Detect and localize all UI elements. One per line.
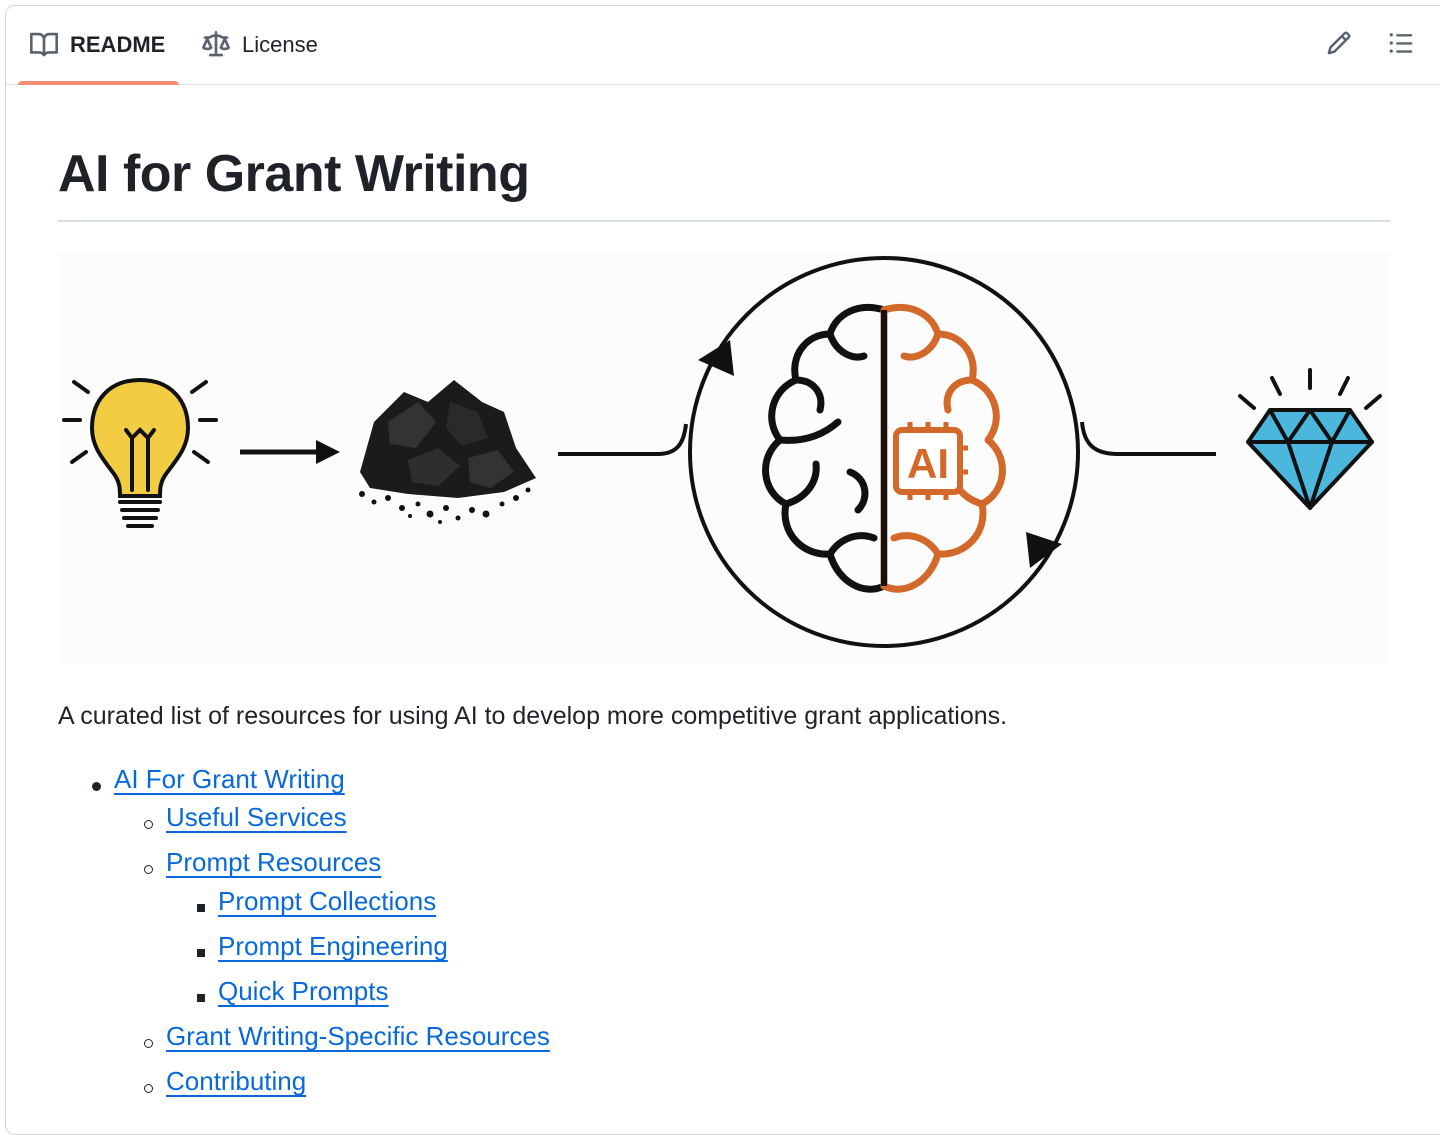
toc-item: Grant Writing-Specific Resources (166, 1021, 550, 1052)
tab-license-label: License (242, 32, 318, 57)
list-bullet (197, 994, 205, 1002)
toc-link-useful-services[interactable]: Useful Services (166, 802, 347, 832)
toc-item: AI For Grant Writing (114, 764, 345, 795)
toc-link-contributing[interactable]: Contributing (166, 1066, 307, 1096)
list-bullet (144, 865, 153, 874)
title-divider (58, 220, 1390, 222)
toc-link-ai-for-grant-writing[interactable]: AI For Grant Writing (114, 764, 345, 794)
readme-panel: README License AI for Grant Writing (5, 5, 1440, 1135)
page-title: AI for Grant Writing (58, 145, 530, 203)
outline-button[interactable] (1384, 28, 1418, 62)
arrow-right-icon (240, 440, 340, 464)
toc-item: Prompt Engineering (218, 931, 448, 962)
book-icon (30, 31, 58, 59)
diamond-icon (1238, 368, 1382, 510)
toc-item: Contributing (166, 1066, 306, 1097)
readme-description: A curated list of resources for using AI… (58, 702, 1008, 730)
toc-link-prompt-collections[interactable]: Prompt Collections (218, 886, 437, 916)
tab-readme-label: README (70, 32, 166, 57)
lightbulb-icon (62, 377, 218, 528)
toc-item: Useful Services (166, 802, 347, 833)
toc-item: Prompt Resources (166, 847, 381, 878)
tab-license[interactable]: License (202, 6, 318, 84)
toc-link-prompt-resources[interactable]: Prompt Resources (166, 847, 382, 877)
coal-pile-icon (359, 380, 536, 524)
hero-image: AI (58, 252, 1390, 664)
readme-tab-bar: README License (6, 6, 1440, 85)
law-scale-icon (202, 31, 230, 59)
edit-file-button[interactable] (1322, 28, 1356, 62)
toc-link-prompt-engineering[interactable]: Prompt Engineering (218, 931, 448, 961)
list-bullet (144, 1039, 153, 1048)
toc-link-grant-writing-specific-resources[interactable]: Grant Writing-Specific Resources (166, 1021, 550, 1051)
ai-chip-badge: AI (907, 440, 949, 487)
tab-readme[interactable]: README (17, 6, 180, 85)
toc-item: Prompt Collections (218, 886, 436, 917)
list-bullet (92, 782, 101, 791)
list-bullet (197, 949, 205, 957)
list-bullet (144, 1084, 153, 1093)
toc-item: Quick Prompts (218, 976, 389, 1007)
brain-cycle-icon: AI (688, 256, 1080, 648)
toc-link-quick-prompts[interactable]: Quick Prompts (218, 976, 389, 1006)
list-bullet (144, 820, 153, 829)
list-unordered-icon (1388, 30, 1414, 61)
pencil-icon (1326, 30, 1352, 61)
list-bullet (197, 904, 205, 912)
